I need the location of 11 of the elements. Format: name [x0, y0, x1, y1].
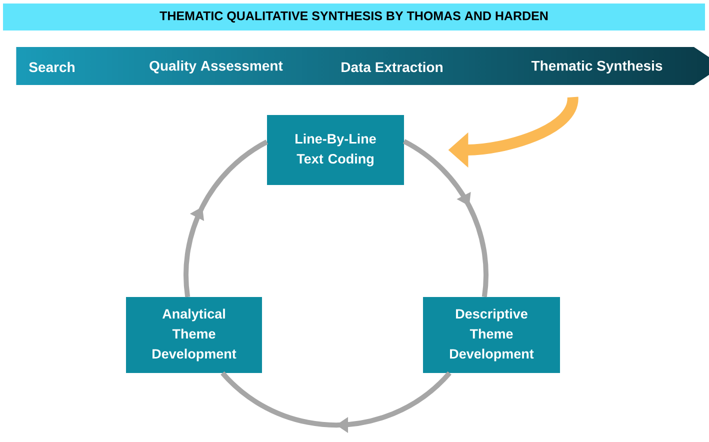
cycle-arrow	[402, 139, 488, 298]
process-box: Analytical Theme Development	[126, 297, 262, 373]
stage-label: Search	[29, 62, 74, 72]
stage-label: Quality Assessment	[150, 60, 283, 74]
process-box: Line-By-Line Text Coding	[267, 115, 404, 185]
title-band: THEMATIC QUALITATIVE SYNTHESIS BY THOMAS AND HARDEN	[3, 4, 705, 30]
stage-label: Data Extraction	[342, 62, 442, 72]
cycle-arrow	[220, 371, 452, 433]
process-box: Descriptive Theme Development	[423, 297, 560, 373]
stage-label: Thematic Synthesis	[531, 60, 662, 74]
cycle-arrow	[184, 140, 268, 298]
